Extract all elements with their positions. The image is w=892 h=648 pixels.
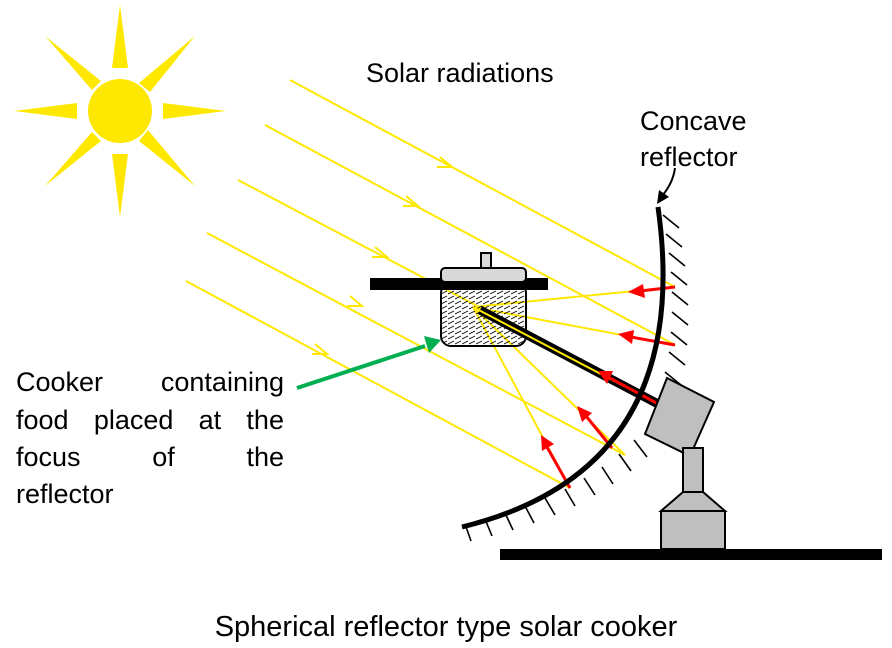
reflected-arrow xyxy=(577,406,614,449)
concave-reflector-label-line2: reflector xyxy=(640,142,738,172)
ground-line xyxy=(500,549,882,560)
reflector-stand xyxy=(643,376,728,550)
incoming-ray xyxy=(289,79,676,288)
cooker-knob xyxy=(480,252,492,270)
cooker-lid xyxy=(440,267,527,283)
ray-arrow-head xyxy=(437,156,455,168)
solar-radiations-label: Solar radiations xyxy=(366,58,554,88)
reflector-arc xyxy=(461,206,666,530)
cooker-label-line3: focus of the xyxy=(16,442,284,472)
ray-arrow-head xyxy=(347,295,365,307)
diagram-caption: Spherical reflector type solar cooker xyxy=(214,611,678,643)
concave-reflector-label-line1: Concave xyxy=(640,106,747,136)
ray-arrow-head xyxy=(403,195,421,207)
reflected-ray-arrows xyxy=(541,284,676,489)
reflector-hatching xyxy=(464,214,689,542)
incoming-ray xyxy=(185,280,571,489)
stand-post xyxy=(682,447,704,499)
cooker-label-line2: food placed at the xyxy=(16,405,284,435)
incoming-ray xyxy=(206,232,626,456)
cooker-pot xyxy=(370,252,548,347)
ray-direction-arrows xyxy=(312,156,455,355)
stand-base xyxy=(660,510,726,550)
cooker-pointer-arrow xyxy=(296,336,441,390)
ray-arrow-head xyxy=(312,343,330,355)
concave-reflector xyxy=(461,206,689,542)
cooker-label-line4: reflector xyxy=(16,479,114,509)
reflector-pointer-arrow xyxy=(657,167,676,204)
sun-icon xyxy=(14,5,226,217)
cooker-body xyxy=(440,282,527,347)
reflected-arrow xyxy=(628,284,676,298)
ray-arrow-head xyxy=(372,246,390,258)
reflected-arrow xyxy=(618,330,676,347)
stand-neck xyxy=(658,491,728,512)
reflected-arrow xyxy=(598,371,661,407)
cooker-label-line1: Cooker containing xyxy=(16,367,284,397)
incoming-ray xyxy=(264,124,676,346)
pivot-bracket xyxy=(643,376,716,458)
